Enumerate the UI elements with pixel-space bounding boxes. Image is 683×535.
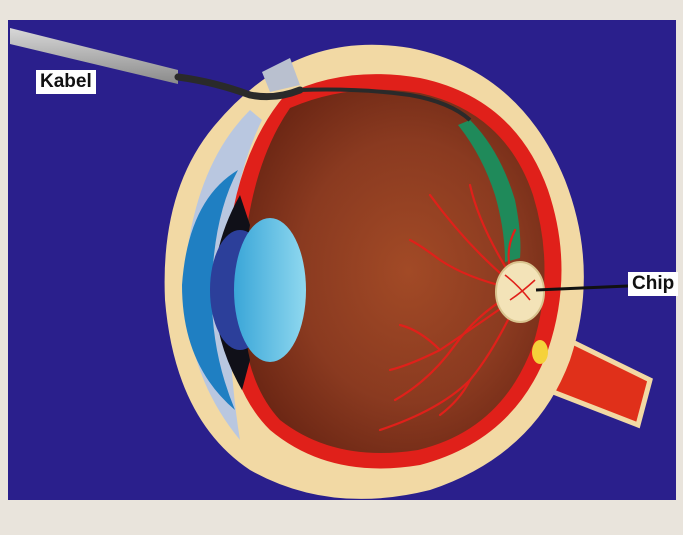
- chip-label: Chip: [628, 272, 678, 296]
- lens: [234, 218, 306, 362]
- cable-label: Kabel: [36, 70, 96, 94]
- optic-disc: [532, 340, 548, 364]
